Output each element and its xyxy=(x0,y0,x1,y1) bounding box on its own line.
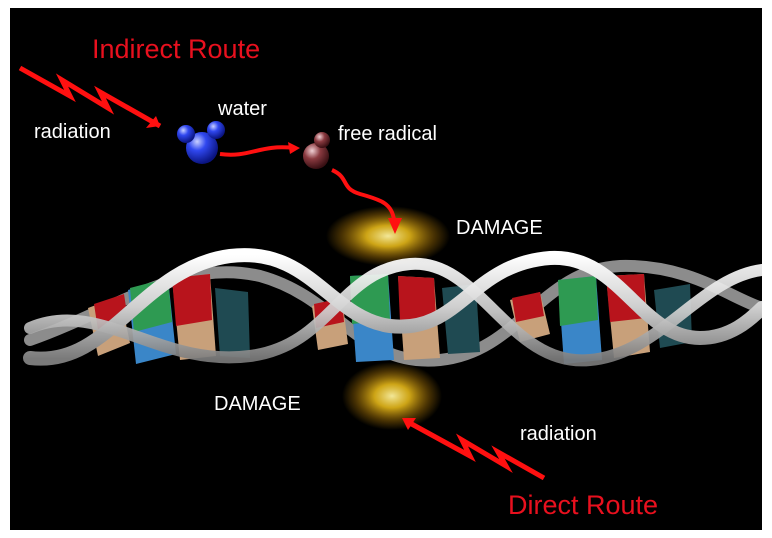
damage-label-bottom: DAMAGE xyxy=(214,393,301,415)
diagram-canvas: Indirect Route radiation water free radi… xyxy=(10,8,762,530)
damage-label-top: DAMAGE xyxy=(456,217,543,239)
arrowhead-icon xyxy=(288,142,300,154)
free-radical-label: free radical xyxy=(338,123,437,145)
free-radical-molecule-icon xyxy=(303,132,330,169)
base-pairs-middle xyxy=(312,274,480,362)
arrow-water-to-radical xyxy=(220,147,294,154)
damage-glow-top xyxy=(326,206,450,266)
radiation-label-top: radiation xyxy=(34,121,111,143)
dna-damage-diagram: Indirect Route radiation water free radi… xyxy=(10,8,762,530)
lightning-bolt-icon xyxy=(20,68,160,126)
water-label: water xyxy=(217,98,267,120)
radiation-label-bottom: radiation xyxy=(520,423,597,445)
water-molecule-icon xyxy=(177,121,225,164)
damage-glow-bottom xyxy=(342,362,442,430)
indirect-route-label: Indirect Route xyxy=(92,34,260,64)
direct-route-label: Direct Route xyxy=(508,490,658,520)
